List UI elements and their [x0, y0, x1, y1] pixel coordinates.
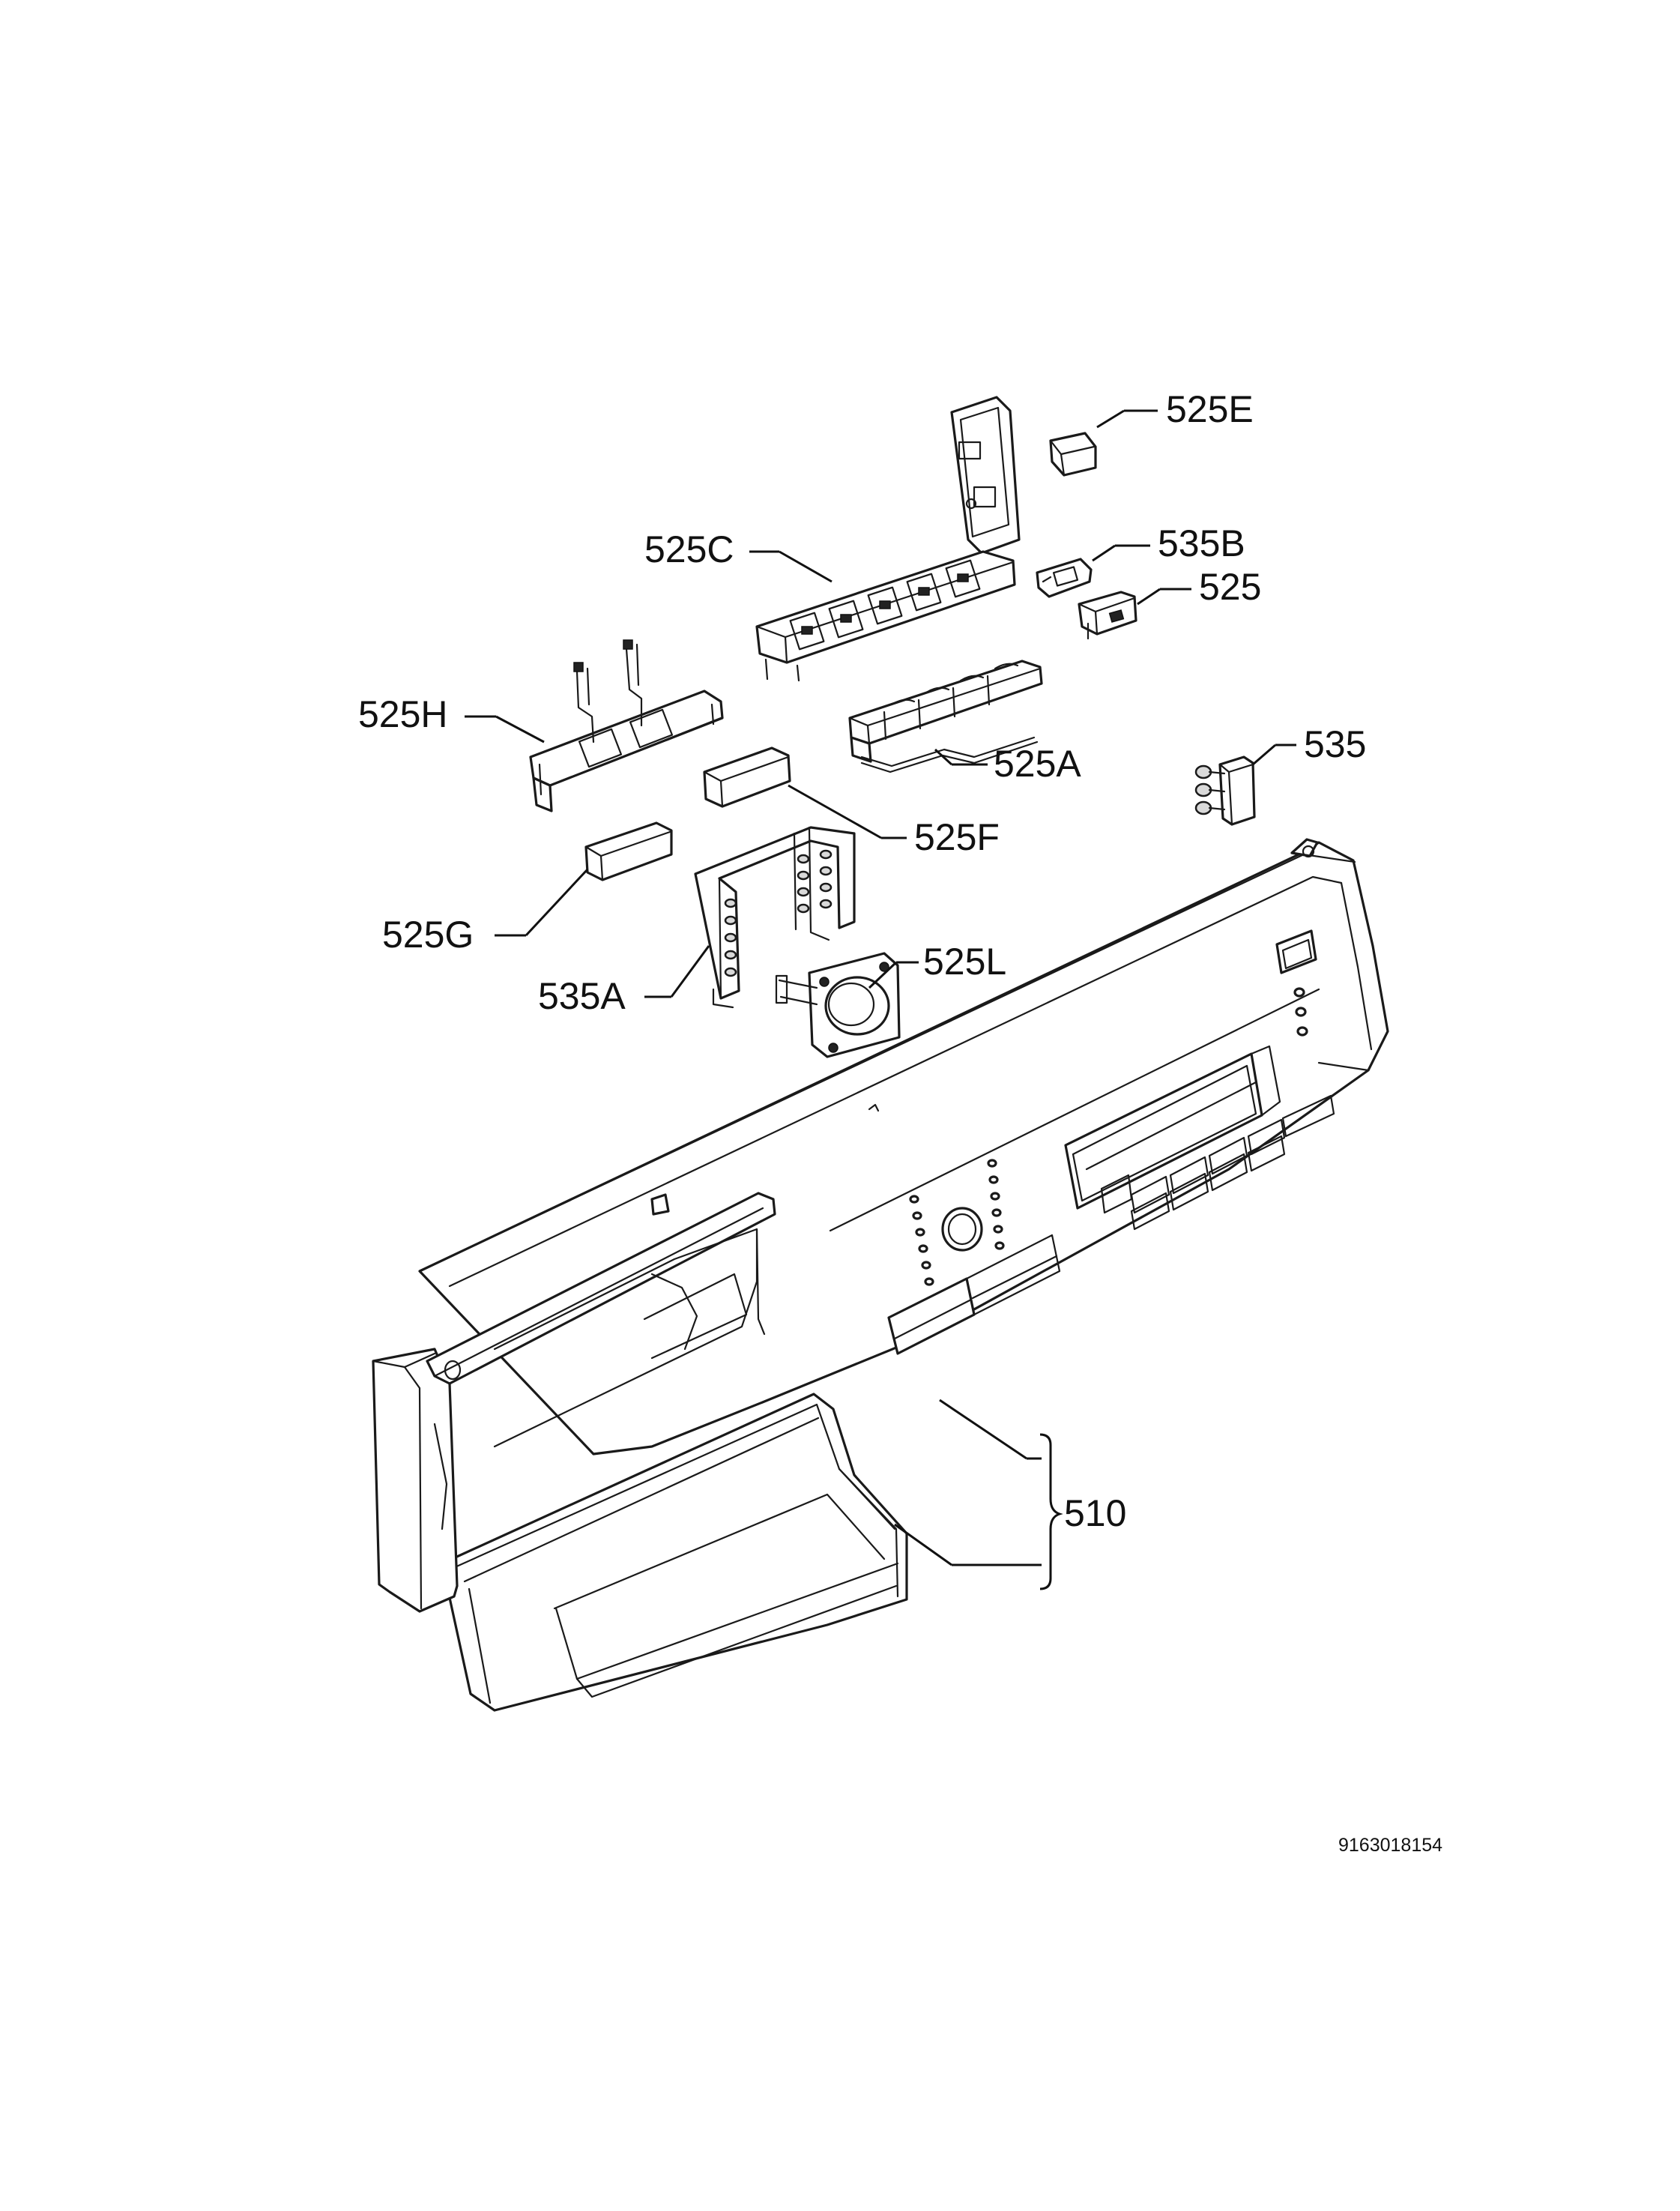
indicator-leds-dial [909, 1159, 1005, 1286]
part-525h[interactable] [529, 639, 724, 812]
part-525l[interactable] [775, 952, 901, 1058]
label-535a: 535A [538, 975, 626, 1017]
leader-525l [868, 961, 898, 989]
leader-525a [934, 748, 953, 766]
label-525h: 525H [358, 693, 448, 735]
leader-510 [894, 1399, 1063, 1590]
part-525f[interactable] [703, 746, 791, 808]
option-buttons-upper [1130, 1094, 1335, 1214]
leader-525 [1137, 588, 1161, 606]
label-525l: 525L [923, 941, 1006, 983]
leader-535b [1092, 544, 1116, 562]
label-525: 525 [1199, 566, 1261, 608]
label-525e: 525E [1166, 388, 1254, 430]
part-535[interactable] [1194, 755, 1256, 826]
label-510: 510 [1064, 1492, 1126, 1534]
leader-525f [788, 784, 882, 839]
indicator-leds-right [1293, 987, 1308, 1037]
part-525g[interactable] [584, 821, 673, 881]
part-525[interactable] [1078, 591, 1137, 640]
label-535b: 535B [1158, 522, 1245, 564]
option-buttons-lower [1100, 1135, 1286, 1231]
label-525f: 525F [914, 816, 1000, 858]
label-535: 535 [1304, 723, 1366, 765]
label-525a: 525A [994, 743, 1081, 785]
part-525c[interactable] [755, 396, 1021, 682]
label-525g: 525G [382, 914, 474, 956]
document-number: 9163018154 [1338, 1835, 1442, 1856]
part-525e[interactable] [1049, 432, 1097, 477]
part-535b[interactable] [1036, 558, 1093, 598]
leader-525g [525, 868, 589, 937]
part-535a[interactable] [694, 826, 856, 1009]
label-525c: 525C [644, 528, 734, 570]
leader-535a [670, 945, 710, 998]
leader-535 [1252, 743, 1276, 766]
part-510-control-panel[interactable] [372, 838, 1389, 1712]
leader-525e [1096, 409, 1125, 429]
